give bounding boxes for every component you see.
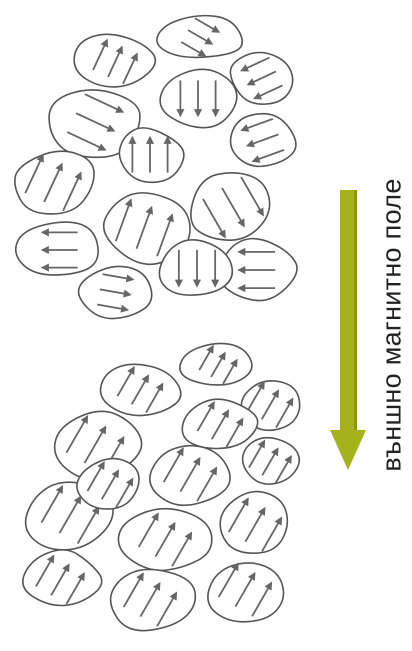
- before-field-grain: [16, 222, 98, 275]
- grain-outline: [119, 128, 183, 182]
- before-field-grain: [74, 34, 155, 87]
- after-field-cluster: [23, 343, 300, 630]
- field-arrow-icon: [330, 190, 366, 470]
- grain-outline: [220, 492, 287, 554]
- grain-outline: [208, 563, 284, 622]
- grain-outline: [180, 343, 252, 384]
- after-field-grain: [100, 364, 180, 415]
- before-field-grain: [230, 52, 292, 104]
- before-field-grain: [157, 16, 242, 58]
- grain-outline: [111, 569, 196, 630]
- after-field-grain: [23, 550, 102, 606]
- grain-outline: [15, 151, 94, 214]
- before-field-grain: [160, 69, 237, 127]
- after-field-grain: [243, 438, 300, 484]
- before-field-grain: [79, 266, 152, 318]
- before-field-grain: [119, 128, 183, 182]
- before-field-grain: [191, 173, 270, 240]
- before-field-grain: [231, 114, 296, 167]
- after-field-grain: [150, 446, 230, 506]
- after-field-grain: [111, 569, 196, 630]
- before-field-grain: [15, 151, 94, 214]
- after-field-grain: [208, 563, 284, 622]
- external-field-label: външно магнитно поле: [377, 178, 408, 471]
- before-field-cluster: [15, 16, 297, 319]
- after-field-grain: [180, 343, 252, 384]
- after-field-grain: [220, 492, 287, 554]
- after-field-grain: [118, 509, 211, 571]
